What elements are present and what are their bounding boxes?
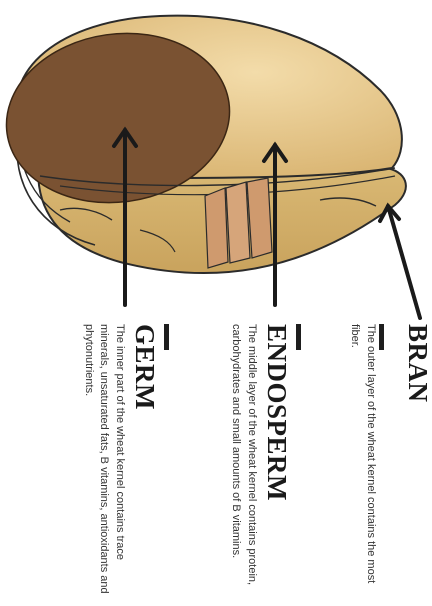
bran-flap bbox=[205, 188, 228, 268]
bran-arrow bbox=[380, 206, 420, 318]
bran-flap bbox=[247, 178, 272, 258]
bran-flap bbox=[226, 182, 250, 263]
